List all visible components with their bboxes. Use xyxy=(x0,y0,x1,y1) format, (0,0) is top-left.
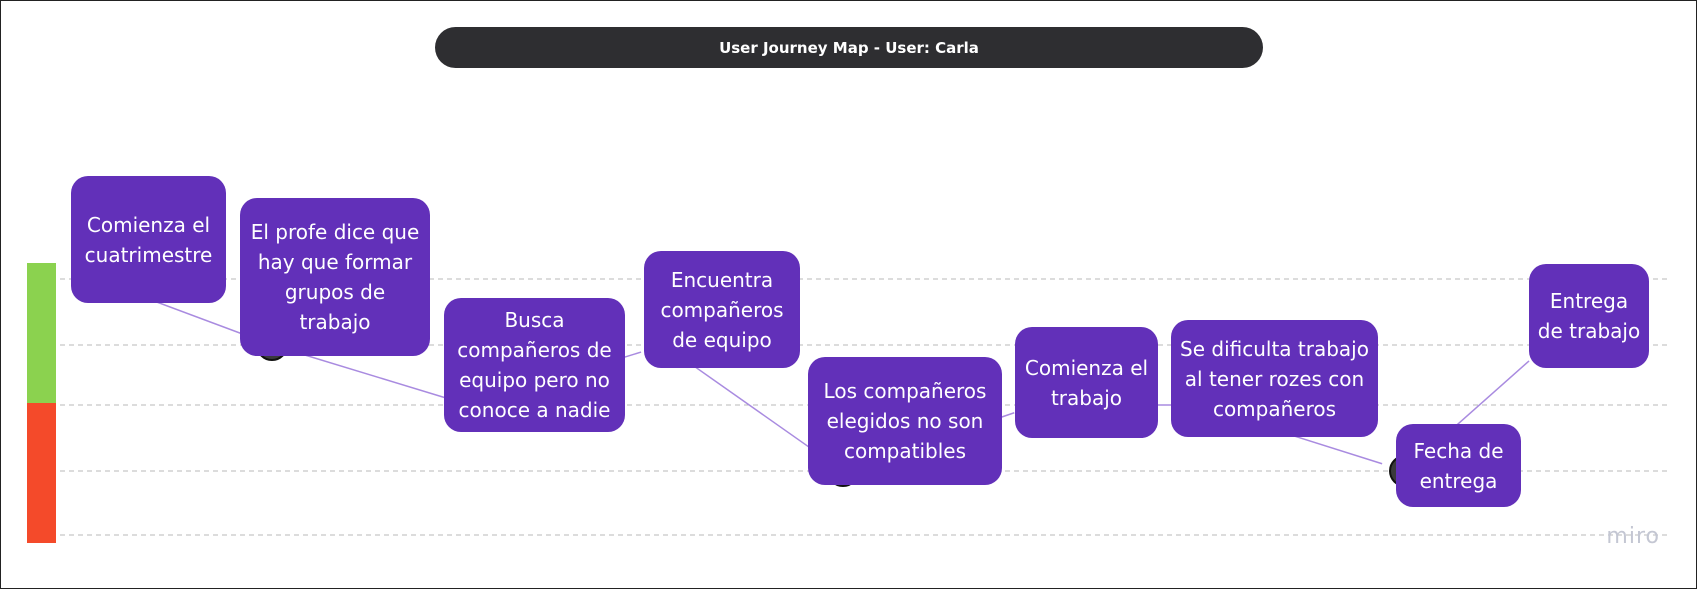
journey-step-bubble: Se dificulta trabajo al tener rozes con … xyxy=(1171,320,1378,437)
journey-step-bubble: Encuentra compañeros de equipo xyxy=(644,251,800,368)
journey-step-text: Busca compañeros de equipo pero no conoc… xyxy=(457,308,612,422)
journey-connector-4 xyxy=(683,358,824,458)
negative-emotion-bar xyxy=(27,403,56,543)
journey-step-bubble: Busca compañeros de equipo pero no conoc… xyxy=(444,298,625,432)
miro-logo: miro xyxy=(1606,524,1660,549)
journey-step-text: Se dificulta trabajo al tener rozes con … xyxy=(1180,336,1369,421)
journey-step-bubble: Fecha de entrega xyxy=(1396,424,1521,507)
journey-title-text: User Journey Map - User: Carla xyxy=(719,38,979,57)
journey-step-text: El profe dice que hay que formar grupos … xyxy=(250,220,420,334)
journey-title: User Journey Map - User: Carla xyxy=(435,27,1263,68)
journey-step-bubble: El profe dice que hay que formar grupos … xyxy=(240,198,430,356)
journey-step-bubble: Los compañeros elegidos no son compatibl… xyxy=(808,357,1002,485)
journey-step-text: Encuentra compañeros de equipo xyxy=(660,267,784,352)
journey-step-text: Fecha de entrega xyxy=(1413,438,1504,493)
journey-step-bubble: Entrega de trabajo xyxy=(1529,264,1649,368)
journey-step-text: Comienza el trabajo xyxy=(1024,355,1149,410)
positive-emotion-bar xyxy=(27,263,56,403)
journey-connector-2 xyxy=(294,351,447,399)
journey-step-bubble: Comienza el trabajo xyxy=(1015,327,1158,438)
journey-step-text: Entrega de trabajo xyxy=(1537,289,1641,343)
journey-step-bubble: Comienza el cuatrimestre xyxy=(71,176,226,303)
journey-step-text: Los compañeros elegidos no son compatibl… xyxy=(823,379,987,463)
journey-step-text: Comienza el cuatrimestre xyxy=(84,212,213,267)
